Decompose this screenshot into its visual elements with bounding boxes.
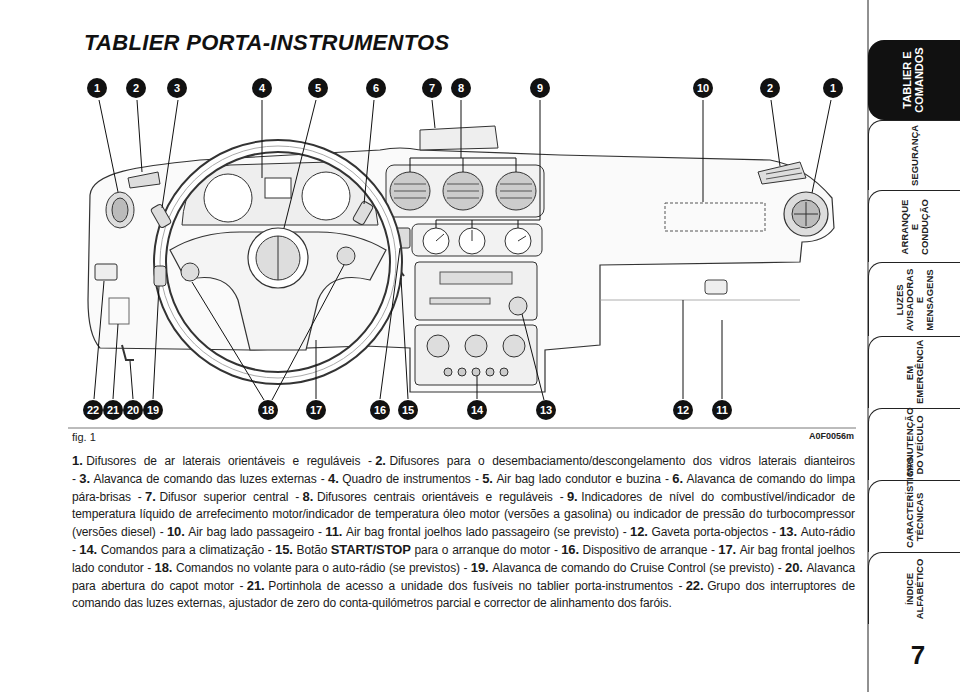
item-number: 19. bbox=[471, 560, 489, 575]
active-tab: TABLIER E COMANDOS bbox=[868, 40, 960, 120]
callout-number: 5 bbox=[308, 78, 328, 98]
item-number: 15. bbox=[275, 542, 293, 557]
item-number: 21. bbox=[247, 578, 265, 593]
callout-number: 1 bbox=[87, 78, 107, 98]
item-number: 16. bbox=[561, 542, 579, 557]
item-number: 4. bbox=[328, 471, 339, 486]
callout-number: 21 bbox=[103, 400, 123, 420]
figure-label: fig. 1 bbox=[72, 431, 96, 443]
callout-number: 15 bbox=[398, 400, 418, 420]
callout-number: 7 bbox=[422, 78, 442, 98]
item-number: 2. bbox=[375, 453, 386, 468]
page-title: TABLIER PORTA-INSTRUMENTOS bbox=[84, 30, 450, 56]
item-text: Quadro de instrumentos - bbox=[342, 472, 478, 486]
callout-number: 11 bbox=[712, 400, 732, 420]
item-number: 1. bbox=[72, 453, 83, 468]
item-number: 3. bbox=[79, 471, 90, 486]
section-tab: ARRANQUE E CONDUÇÃO bbox=[868, 190, 960, 262]
item-number: 11. bbox=[325, 524, 342, 539]
callout-number: 2 bbox=[760, 78, 780, 98]
item-number: 6. bbox=[672, 471, 683, 486]
section-tab: LUZES AVISADORAS E MENSAGENS bbox=[868, 262, 960, 336]
item-text: Air bag frontal joelhos lado passageiro … bbox=[346, 525, 627, 539]
callout-number: 1 bbox=[823, 78, 843, 98]
item-text: Botão bbox=[297, 543, 328, 557]
item-number: 5. bbox=[482, 471, 493, 486]
item-text: Dispositivo de arranque - bbox=[583, 543, 715, 557]
item-number: 17. bbox=[718, 542, 736, 557]
callout-number: 14 bbox=[467, 400, 487, 420]
tab-label: SEGURANÇA bbox=[910, 126, 920, 186]
item-text: Portinhola de acesso a unidade dos fusív… bbox=[268, 579, 682, 593]
item-number: 10. bbox=[167, 524, 185, 539]
figure-code: A0F0056m bbox=[809, 431, 854, 441]
item-text: Alavanca de comando das luzes externas - bbox=[94, 472, 325, 486]
callout-number: 12 bbox=[673, 400, 693, 420]
callout-number: 10 bbox=[693, 78, 713, 98]
callout-number: 19 bbox=[143, 400, 163, 420]
callout-number: 9 bbox=[530, 78, 550, 98]
section-tab: ÍNDICE ALFABÉTICO bbox=[868, 552, 960, 624]
callout-number: 16 bbox=[370, 400, 390, 420]
item-number: 9. bbox=[567, 489, 578, 504]
item-number: 7. bbox=[145, 489, 156, 504]
section-tab: CARACTERÍSTICAS TÉCNICAS bbox=[868, 480, 960, 552]
item-text: Difusores de ar laterais orientáveis e r… bbox=[86, 454, 372, 468]
page-number: 7 bbox=[896, 640, 940, 671]
item-text: Alavanca de comando do Cruise Control (s… bbox=[492, 561, 781, 575]
tab-label: ÍNDICE ALFABÉTICO bbox=[905, 558, 925, 620]
item-number: 8. bbox=[303, 489, 314, 504]
item-number: 20. bbox=[785, 560, 803, 575]
item-number: 14. bbox=[79, 542, 97, 557]
callout-number: 2 bbox=[126, 78, 146, 98]
callout-number: 18 bbox=[258, 400, 278, 420]
item-number: START/STOP bbox=[331, 542, 411, 557]
callout-number: 13 bbox=[536, 400, 556, 420]
item-text: para o arranque do motor - bbox=[415, 543, 558, 557]
item-number: 12. bbox=[630, 524, 648, 539]
tab-label: MANUTENÇÃO DO VEÍCULO bbox=[905, 414, 925, 476]
legend-paragraph: 1.Difusores de ar laterais orientáveis e… bbox=[72, 452, 855, 612]
item-number: 13. bbox=[779, 524, 797, 539]
callout-number: 17 bbox=[306, 400, 326, 420]
item-text: Gaveta porta-objectos - bbox=[651, 525, 775, 539]
item-text: Difusores centrais orientáveis e reguláv… bbox=[317, 490, 564, 504]
tab-label: EM EMERGÊNCIA bbox=[905, 342, 925, 404]
tab-label: CARACTERÍSTICAS TÉCNICAS bbox=[905, 486, 925, 548]
callout-number: 22 bbox=[83, 400, 103, 420]
callout-number: 4 bbox=[252, 78, 272, 98]
item-text: Air bag lado passageiro - bbox=[188, 525, 322, 539]
callout-number: 8 bbox=[451, 78, 471, 98]
callout-number: 6 bbox=[366, 78, 386, 98]
section-tab: SEGURANÇA bbox=[868, 120, 960, 190]
item-text: Comandos para a climatização - bbox=[101, 543, 272, 557]
item-number: 18. bbox=[155, 560, 173, 575]
tab-label: TABLIER E COMANDOS bbox=[902, 45, 925, 115]
tab-label: LUZES AVISADORAS E MENSAGENS bbox=[895, 268, 935, 332]
item-text: Air bag lado condutor e buzina - bbox=[496, 472, 669, 486]
item-number: 22. bbox=[686, 578, 704, 593]
item-text: Comandos no volante para o auto-rádio (s… bbox=[176, 561, 467, 575]
section-tab: MANUTENÇÃO DO VEÍCULO bbox=[868, 408, 960, 480]
callout-number: 3 bbox=[167, 78, 187, 98]
callout-number: 20 bbox=[123, 400, 143, 420]
item-text: Difusor superior central - bbox=[159, 490, 299, 504]
tab-label: ARRANQUE E CONDUÇÃO bbox=[900, 196, 930, 258]
section-tab: EM EMERGÊNCIA bbox=[868, 336, 960, 408]
